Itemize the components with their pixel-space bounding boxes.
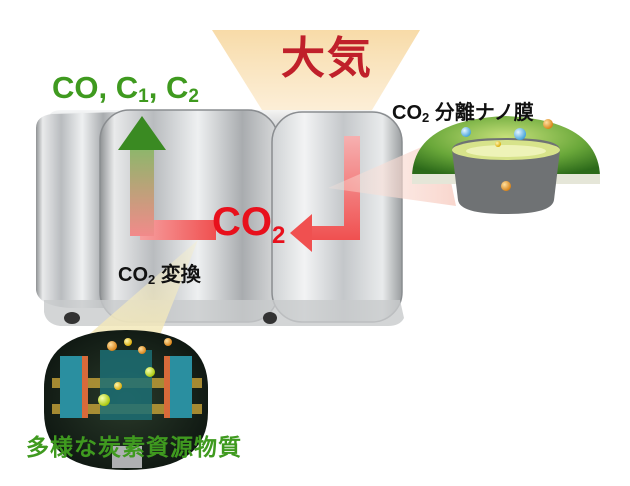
device-foot-left (64, 312, 80, 324)
membrane-label: CO2 分離ナノ膜 (392, 102, 534, 125)
conversion-beam (78, 240, 198, 350)
atmosphere-funnel (212, 30, 420, 150)
device-base (44, 300, 404, 326)
device-capsule-right (271, 111, 403, 323)
device-foot-right (263, 312, 277, 324)
co2-flow-connector (140, 220, 216, 240)
product-arrow (130, 146, 154, 236)
atmosphere-label: 大気 (281, 33, 373, 84)
product-c1: C1, (115, 70, 158, 107)
co2-flow-arrowhead (290, 214, 312, 252)
resources-label: 多様な炭素資源物質 (26, 435, 242, 461)
product-c2: C2 (165, 70, 199, 107)
conversion-inset (44, 330, 208, 470)
product-arrowhead (118, 116, 166, 150)
conversion-label: CO2 変換 (118, 264, 201, 287)
co2-flow-label: CO2 (212, 200, 286, 249)
product-co: CO, (52, 70, 108, 105)
co2-flow-arrow (304, 136, 360, 240)
membrane-inset (412, 116, 600, 214)
product-label: CO, C1, C2 (52, 70, 199, 108)
device-side (36, 112, 120, 308)
